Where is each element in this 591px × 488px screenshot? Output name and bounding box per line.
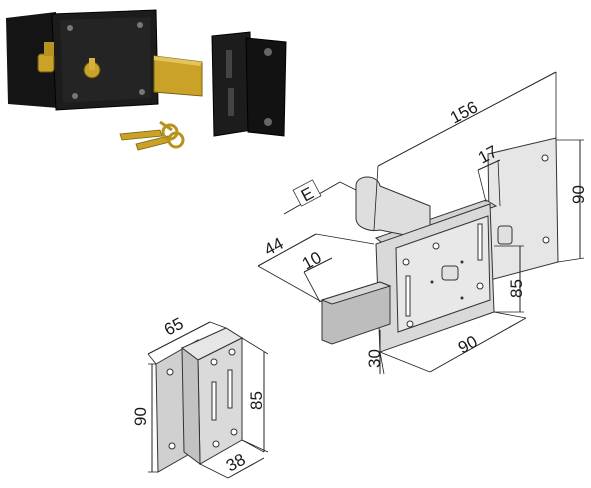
screw-icon (139, 89, 145, 95)
dim-depth-30: 30 (365, 349, 384, 368)
screw-icon (137, 22, 143, 28)
dim-keeper-90: 90 (131, 407, 150, 426)
dim-overall-width: 156 (447, 97, 481, 127)
dim-width-90-case: 90 (455, 332, 481, 358)
screw-icon (67, 25, 73, 31)
dim-keeper-38: 38 (223, 450, 249, 476)
lock-back-plate (6, 12, 58, 108)
screw-icon (72, 93, 78, 99)
dim-height-90-right: 90 (569, 185, 588, 204)
lock-knob-drawing (441, 265, 459, 281)
lock-photo (6, 9, 287, 151)
lock-drawing (320, 137, 559, 353)
dim-bolt-10: 10 (299, 248, 325, 274)
dim-e-box (292, 179, 322, 207)
dim-bolt-44: 44 (261, 234, 287, 260)
dim-keeper-85: 85 (247, 391, 266, 410)
keys-icon (119, 120, 185, 151)
keeper-drawing (155, 327, 244, 473)
dim-height-85-lock: 85 (507, 279, 526, 298)
lock-knob-left (37, 53, 55, 73)
